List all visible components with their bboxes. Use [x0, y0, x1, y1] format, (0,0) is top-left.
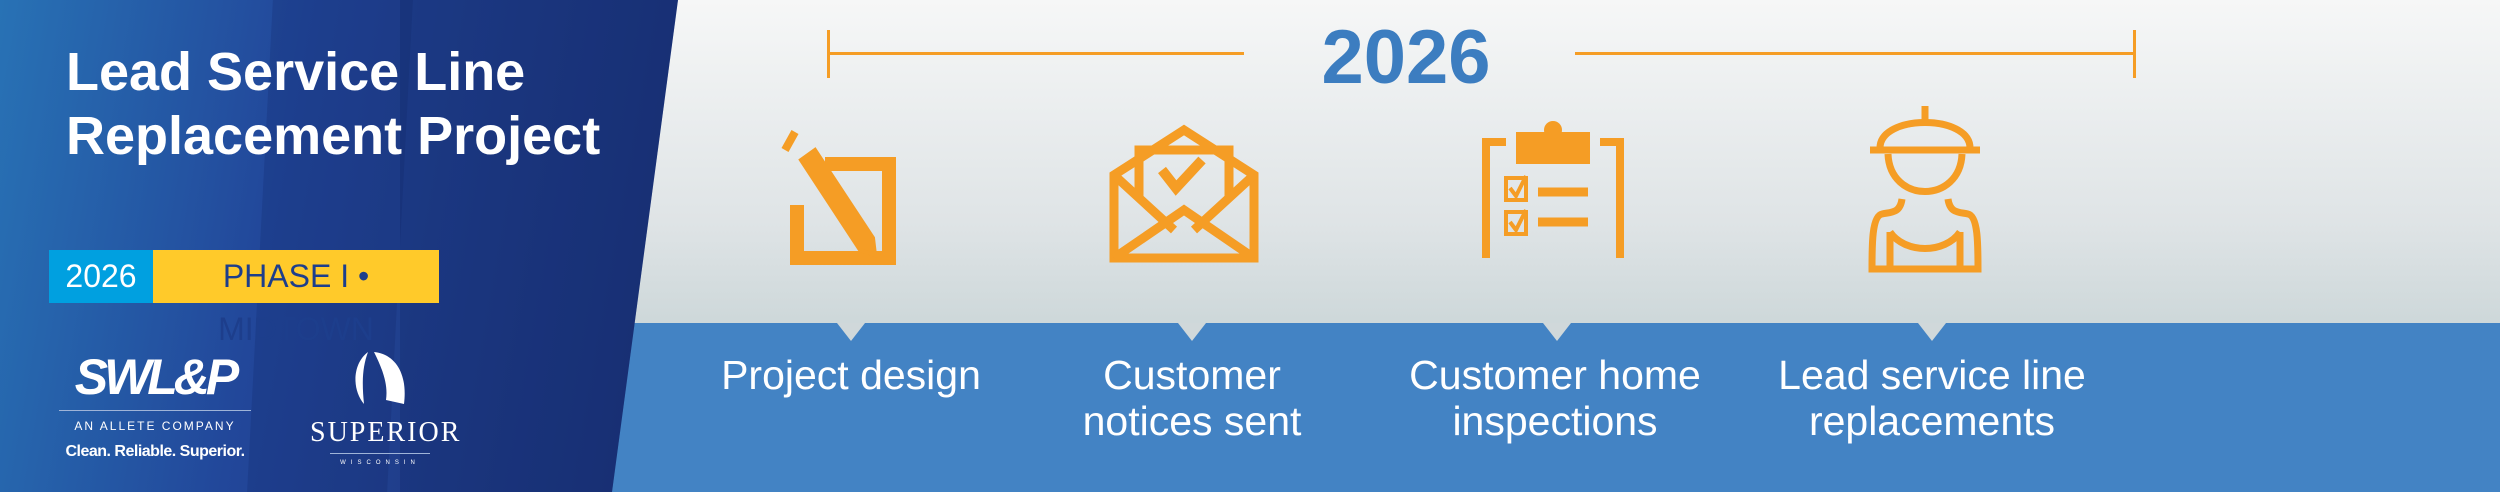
steps-band	[600, 323, 2500, 492]
page-title: Lead Service Line Replacement Project	[66, 42, 601, 166]
clipboard-checklist-icon	[1482, 121, 1624, 258]
timeline-year: 2026	[1321, 15, 1491, 100]
swlp-wordmark: SWL&P	[74, 349, 240, 405]
title-panel: Lead Service Line Replacement Project 20…	[0, 0, 678, 492]
step-label: Project design	[721, 352, 981, 398]
timeline-line-left	[828, 52, 1244, 55]
wisconsin-text: WISCONSIN	[340, 460, 420, 466]
notch	[1543, 323, 1571, 341]
swlp-logo: SWL&P AN ALLETE COMPANY Clean. Reliable.…	[55, 352, 255, 461]
hardhat-worker-icon	[1868, 106, 1982, 273]
step-label: Customer home inspections	[1409, 352, 1701, 444]
superior-wordmark: SUPERIOR	[310, 417, 462, 448]
timeline-tick-start	[827, 30, 830, 78]
notch	[1918, 323, 1946, 341]
year-badge: 2026	[49, 250, 153, 303]
pencil-square-icon	[781, 130, 896, 265]
tagline: Clean. Reliable. Superior.	[65, 443, 245, 460]
step-label: Customer notices sent	[1082, 352, 1302, 444]
phase-badge: PHASE I • MIDTOWN	[153, 250, 439, 347]
timeline-line-right	[1575, 52, 2135, 55]
timeline-tick-end	[2133, 30, 2136, 78]
superior-logo: SUPERIOR WISCONSIN	[310, 350, 462, 466]
sail-icon	[355, 352, 405, 404]
step-label: Lead service line replacements	[1778, 352, 2086, 444]
notch	[837, 323, 865, 341]
allete-text: AN ALLETE COMPANY	[74, 419, 236, 433]
envelope-check-icon	[1109, 124, 1259, 263]
notch	[1178, 323, 1206, 341]
